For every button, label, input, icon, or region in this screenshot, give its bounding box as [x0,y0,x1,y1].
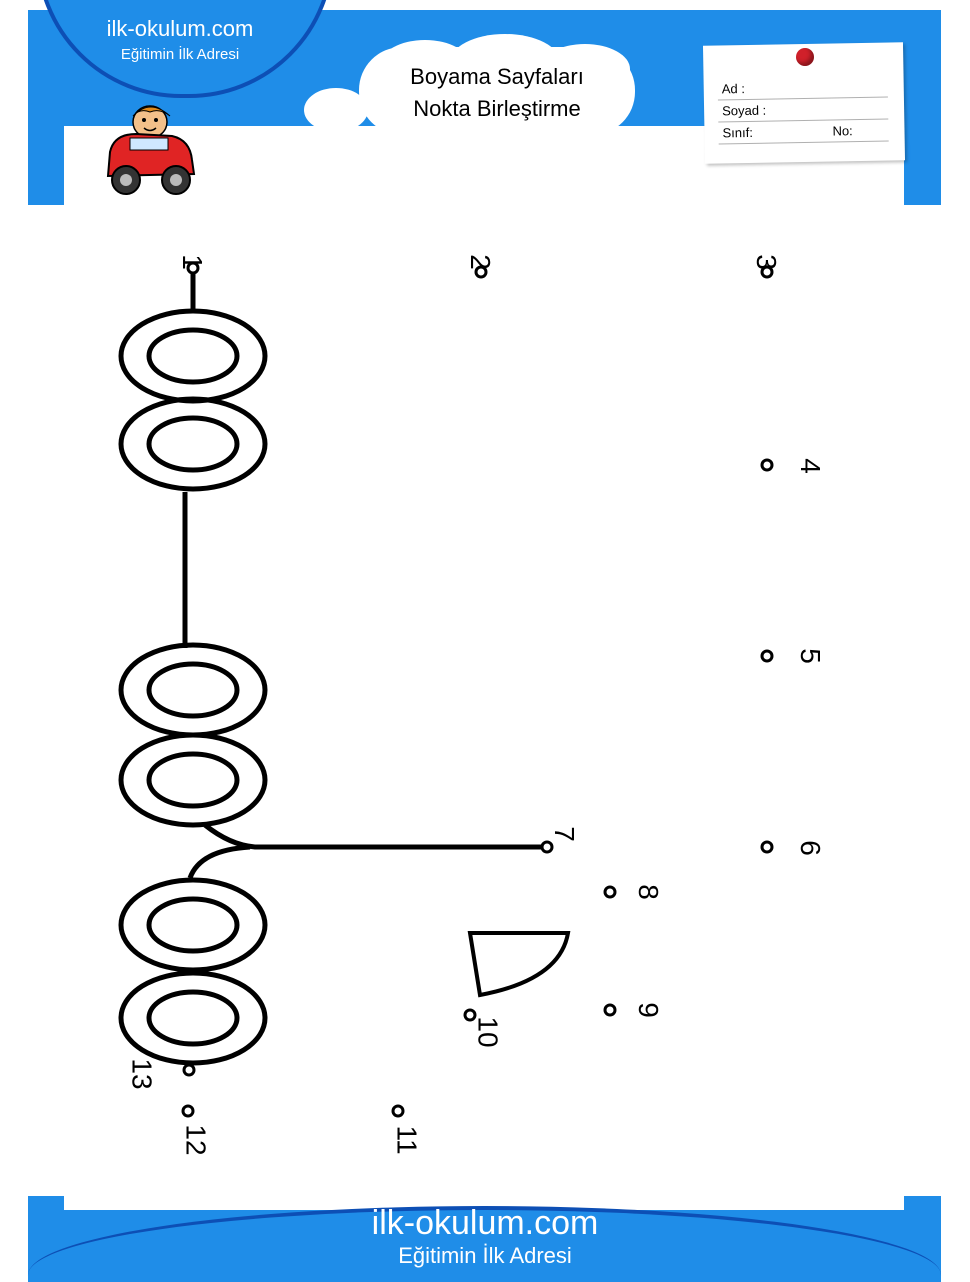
footer-tagline: Eğitimin İlk Adresi [398,1243,572,1268]
page-title-line1: Boyama Sayfaları [410,64,584,89]
dot-1 [186,261,200,275]
dot-9 [603,1003,617,1017]
dot-label-13: 13 [126,1058,158,1090]
dot-label-10: 10 [472,1016,504,1048]
dot-6 [760,840,774,854]
thought-puff [198,170,214,181]
dot-label-9: 9 [632,1002,664,1018]
dot-markers [181,261,774,1118]
site-name[interactable]: ilk-okulum.com [106,16,254,41]
dot-label-3: 3 [750,254,782,270]
dot-label-7: 7 [548,826,580,842]
dot-label-8: 8 [632,884,664,900]
thought-puff [304,88,368,132]
cloud-puff [540,44,630,94]
dot-label-12: 12 [180,1124,212,1156]
dot-10 [463,1008,477,1022]
dot-13 [182,1063,196,1077]
dot-4 [760,458,774,472]
thought-puff [214,158,236,173]
dot-label-4: 4 [794,458,826,474]
page-title-line2: Nokta Birleştirme [413,96,581,121]
dot-label-11: 11 [391,1125,423,1155]
dot-label-1: 1 [176,254,208,270]
dot-label-5: 5 [794,648,826,664]
wheel-group [118,308,268,1066]
dot-label-6: 6 [794,840,826,856]
footer-site-name[interactable]: ilk-okulum.com [371,1204,599,1242]
dot-label-2: 2 [464,254,496,270]
footer-inner [64,1196,904,1210]
dot-7 [540,840,554,854]
site-tagline: Eğitimin İlk Adresi [120,46,240,63]
dot-3 [760,265,774,279]
push-pin-icon [796,48,814,66]
dot-8 [603,885,617,899]
dot-2 [474,265,488,279]
thought-puff [236,146,266,166]
dot-11 [391,1104,405,1118]
dot-5 [760,649,774,663]
thought-puff [262,130,304,158]
mascot-car-icon [106,105,196,195]
dot-12 [181,1104,195,1118]
cloud-puff [400,100,600,140]
